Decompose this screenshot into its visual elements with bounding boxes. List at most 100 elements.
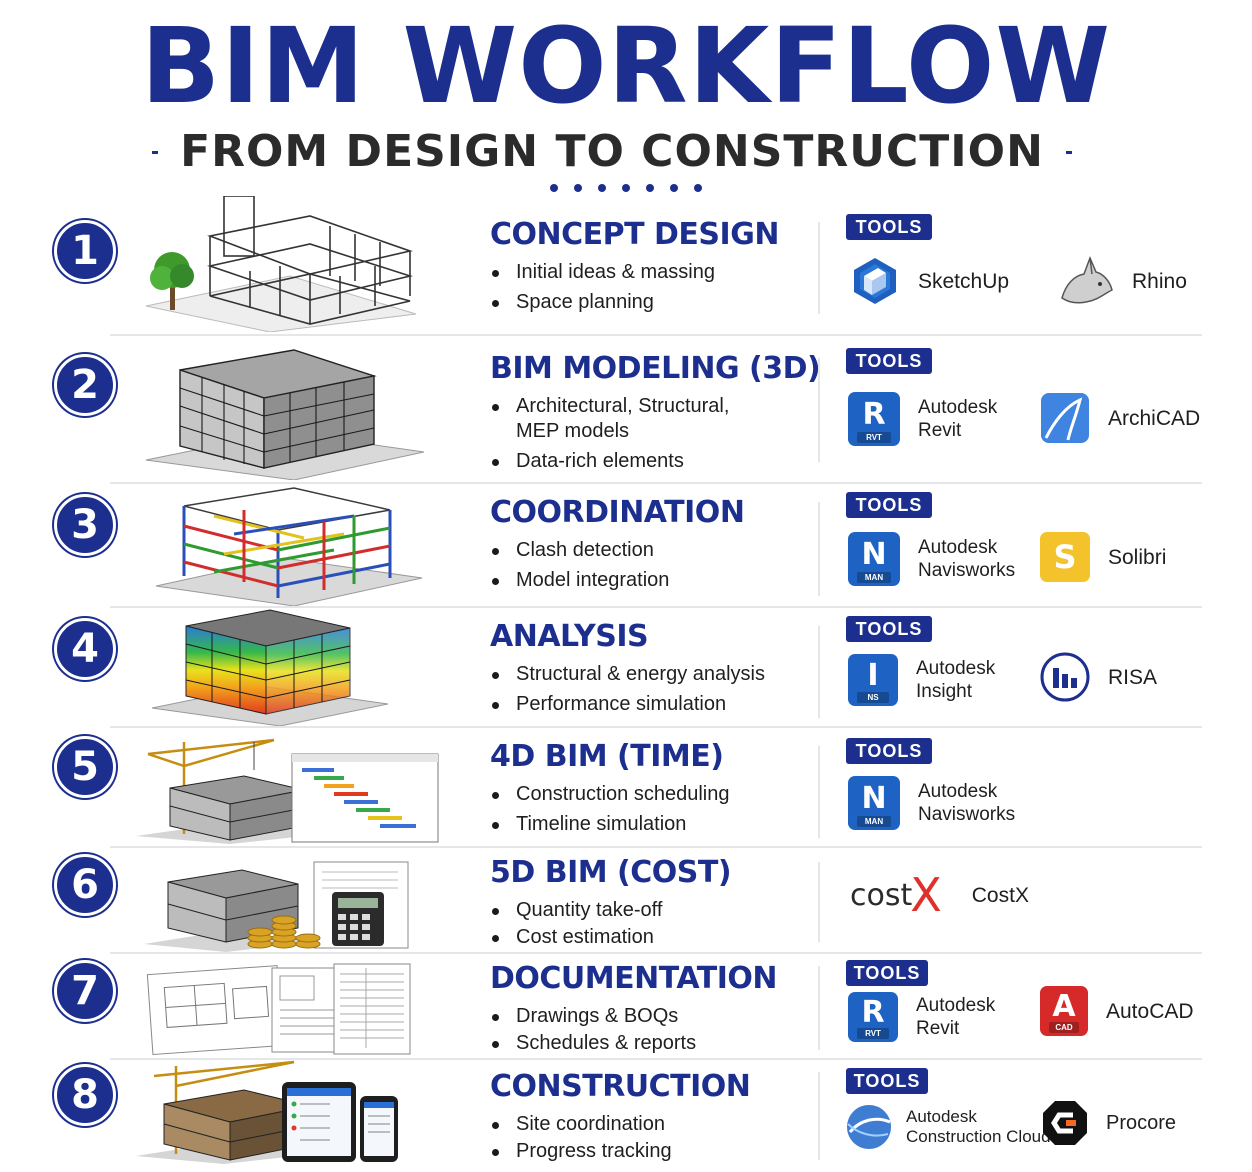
revit-icon: R RVT (848, 392, 900, 446)
navisworks-icon: N MAN (848, 776, 900, 830)
costx-logo-text: cost (850, 877, 913, 913)
revit-tag: RVT (857, 1028, 889, 1039)
construction-illustration (134, 1060, 400, 1164)
bullet-item: Site coordination (490, 1112, 810, 1137)
tool-name: Autodesk Navisworks (918, 536, 1015, 582)
solibri-letter: S (1053, 538, 1077, 576)
subtitle-row: FROM DESIGN TO CONSTRUCTION (152, 128, 1073, 176)
stage-number: 8 (54, 1064, 116, 1126)
tool-name-line-2: Navisworks (918, 560, 1016, 581)
stage-bullets: Construction scheduling Timeline simulat… (490, 782, 810, 837)
tool-autodesk-construction-cloud: Autodesk Construction Cloud (846, 1104, 1051, 1150)
page-title: BIM WORKFLOW (140, 5, 1112, 127)
tool-archicad: ArchiCAD (1040, 392, 1200, 444)
bullet-item: Structural & energy analysis (490, 662, 810, 687)
tools-badge: TOOLS (846, 214, 932, 240)
sketchup-icon (850, 256, 900, 306)
tools-badge: TOOLS (846, 616, 932, 642)
dot (550, 184, 558, 192)
row-separator (110, 606, 1202, 608)
revit-letter: R (861, 995, 885, 1030)
stage-info: CONSTRUCTION Site coordination Progress … (490, 1072, 810, 1169)
stage-title: CONCEPT DESIGN (490, 217, 779, 252)
tools-badge: TOOLS (846, 960, 928, 986)
stage-bullets: Structural & energy analysis Performance… (490, 662, 810, 717)
navisworks-icon: N MAN (848, 532, 900, 586)
bullet-item: Timeline simulation (490, 812, 810, 837)
row-separator (110, 726, 1202, 728)
stage-bullets: Architectural, Structural, MEP models Da… (490, 394, 750, 474)
row-separator (110, 1058, 1202, 1060)
tool-autodesk-navisworks: N MAN Autodesk Navisworks (848, 776, 1015, 830)
bullet-item: Cost estimation (490, 925, 810, 950)
concept-design-illustration (140, 196, 420, 332)
stage-info: COORDINATION Clash detection Model integ… (490, 498, 810, 598)
stage-row-5: 5 (0, 728, 1252, 848)
stage-row-1: 1 (0, 196, 1252, 336)
stage-number: 4 (54, 618, 116, 680)
tool-autocad: A CAD AutoCAD (1040, 986, 1194, 1036)
dot (670, 184, 678, 192)
insight-icon: I NS (848, 654, 898, 706)
stage-title: CONSTRUCTION (490, 1069, 751, 1104)
construction-cloud-icon (846, 1104, 892, 1150)
stage-row-3: 3 C (0, 484, 1252, 608)
analysis-illustration (150, 608, 390, 726)
tool-name: SketchUp (918, 269, 1010, 293)
stage-info: 5D BIM (COST) Quantity take-off Cost est… (490, 858, 810, 955)
dot (598, 184, 606, 192)
tool-name: CostX (971, 883, 1029, 907)
bullet-item: Data-rich elements (490, 449, 750, 474)
tool-name: Autodesk Insight (916, 657, 995, 703)
tool-name-line-1: Autodesk (918, 397, 998, 418)
tool-name: Autodesk Construction Cloud (906, 1107, 1051, 1147)
5d-bim-illustration (142, 858, 410, 952)
tool-autodesk-insight: I NS Autodesk Insight (848, 654, 995, 706)
insight-tag: NS (857, 692, 889, 703)
tool-name: Procore (1106, 1111, 1177, 1134)
dot (622, 184, 630, 192)
tool-name: ArchiCAD (1108, 406, 1201, 430)
procore-icon (1042, 1100, 1088, 1146)
bullet-item: Quantity take-off (490, 898, 810, 923)
tool-name: Autodesk Revit (916, 994, 995, 1040)
tool-name-line-1: Autodesk (916, 995, 996, 1016)
revit-letter: R (862, 397, 886, 432)
tool-name: AutoCAD (1106, 999, 1194, 1023)
bullet-item: Initial ideas & massing (490, 260, 810, 285)
tool-name-line-1: Autodesk (916, 658, 996, 679)
tool-sketchup: SketchUp (850, 256, 1009, 306)
subtitle-rule-left (152, 150, 159, 154)
stage-title: BIM MODELING (3D) (490, 351, 821, 386)
tool-solibri: S Solibri (1040, 532, 1166, 582)
column-divider (818, 502, 820, 596)
navisworks-letter: N (861, 781, 887, 816)
tools-badge: TOOLS (846, 492, 932, 518)
decorative-dots (0, 184, 1252, 192)
stage-number: 1 (54, 220, 116, 282)
stage-bullets: Initial ideas & massing Space planning (490, 260, 810, 315)
stage-bullets: Drawings & BOQs Schedules & reports (490, 1004, 810, 1056)
dot (694, 184, 702, 192)
stage-number: 7 (54, 960, 116, 1022)
bullet-item: Performance simulation (490, 692, 810, 717)
stage-number: 6 (54, 854, 116, 916)
tool-name-line-2: Construction Cloud (906, 1127, 1051, 1146)
column-divider (818, 626, 820, 718)
tool-autodesk-revit: R RVT Autodesk Revit (848, 392, 997, 446)
stage-title: 4D BIM (TIME) (490, 739, 724, 774)
column-divider (818, 966, 820, 1050)
stage-title: DOCUMENTATION (490, 961, 778, 996)
revit-tag: RVT (857, 432, 891, 443)
solibri-icon: S (1040, 532, 1090, 582)
bullet-item: Drawings & BOQs (490, 1004, 810, 1029)
tool-autodesk-revit: R RVT Autodesk Revit (848, 992, 995, 1042)
risa-icon (1040, 652, 1090, 702)
stage-row-4: 4 ANALYSIS (0, 608, 1252, 728)
4d-bim-illustration (134, 736, 440, 844)
column-divider (818, 862, 820, 942)
tool-name: Rhino (1132, 269, 1187, 293)
dot (646, 184, 654, 192)
tools-badge: TOOLS (846, 738, 932, 764)
coordination-illustration (154, 486, 424, 606)
